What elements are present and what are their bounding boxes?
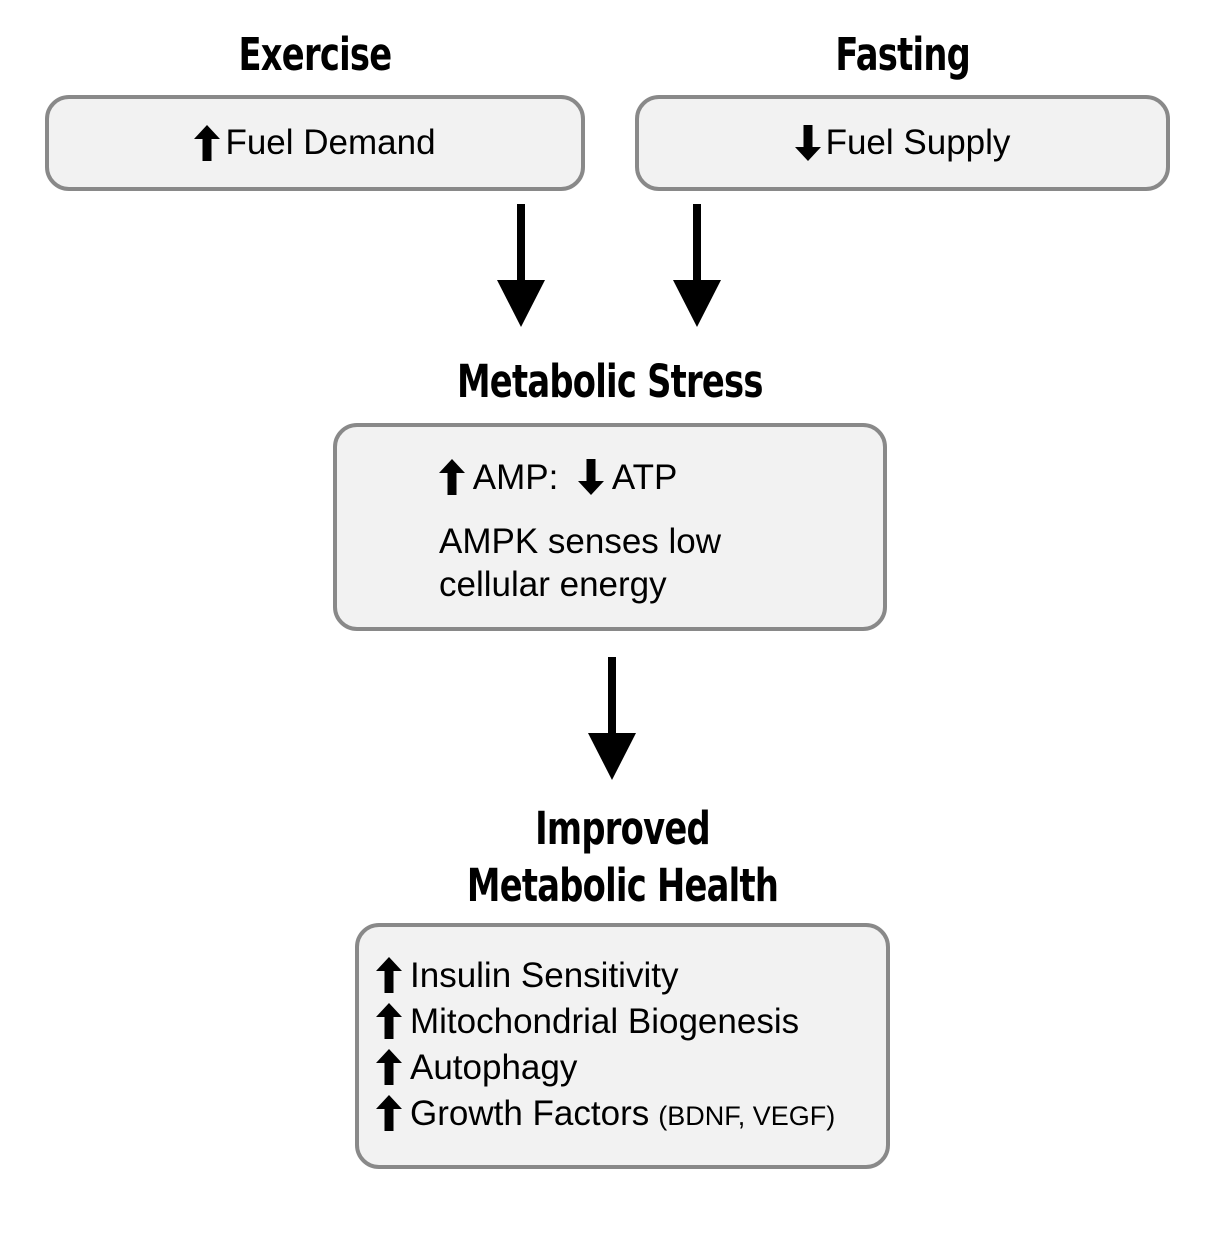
improved-health-heading-line2: Metabolic Health <box>466 859 779 912</box>
improved-health-heading-line1: Improved <box>535 802 711 855</box>
insulin-sensitivity-label: Insulin Sensitivity <box>410 956 679 995</box>
up-arrow-icon <box>376 957 402 993</box>
mitochondrial-biogenesis-label: Mitochondrial Biogenesis <box>410 1002 800 1041</box>
list-item: Insulin Sensitivity <box>376 954 876 1000</box>
metabolic-stress-box: AMP: ATP AMPK senses low cellular energy <box>333 423 887 631</box>
up-arrow-icon <box>376 1049 402 1085</box>
down-arrow-icon <box>673 204 721 327</box>
autophagy-label: Autophagy <box>410 1048 578 1087</box>
exercise-heading-text: Exercise <box>238 28 393 81</box>
fuel-supply-label: Fuel Supply <box>825 123 1011 162</box>
up-arrow-icon <box>194 125 221 161</box>
list-item: Autophagy <box>376 1046 876 1092</box>
fuel-demand-box: Fuel Demand <box>45 95 585 191</box>
list-item: Mitochondrial Biogenesis <box>376 1000 876 1046</box>
exercise-heading: Exercise <box>45 31 585 79</box>
down-arrow-icon <box>578 459 605 495</box>
ampk-description: AMPK senses low cellular energy <box>439 520 873 606</box>
down-arrow-icon <box>794 125 821 161</box>
growth-factors-note: (BDNF, VEGF) <box>658 1101 836 1131</box>
down-arrow-icon <box>497 204 545 327</box>
ampk-description-line1: AMPK senses low <box>439 522 722 561</box>
improved-health-box: Insulin Sensitivity Mitochondrial Biogen… <box>355 923 890 1169</box>
amp-atp-ratio: AMP: ATP <box>439 458 873 498</box>
up-arrow-icon <box>376 1003 402 1039</box>
fasting-heading: Fasting <box>635 31 1170 79</box>
amp-label: AMP: <box>472 458 559 497</box>
metabolic-stress-heading-text: Metabolic Stress <box>457 355 764 408</box>
up-arrow-icon <box>376 1095 402 1131</box>
up-arrow-icon <box>439 459 465 495</box>
ampk-description-line2: cellular energy <box>439 565 667 604</box>
fuel-demand-label: Fuel Demand <box>225 123 436 162</box>
growth-factors-label: Growth Factors <box>410 1094 650 1133</box>
fuel-supply-box: Fuel Supply <box>635 95 1170 191</box>
fasting-heading-text: Fasting <box>835 28 970 81</box>
atp-label: ATP <box>611 458 678 497</box>
list-item: Growth Factors (BDNF, VEGF) <box>376 1092 876 1138</box>
down-arrow-icon <box>588 657 636 780</box>
improved-health-heading: Improved Metabolic Health <box>355 800 890 914</box>
metabolic-stress-heading: Metabolic Stress <box>333 358 887 406</box>
